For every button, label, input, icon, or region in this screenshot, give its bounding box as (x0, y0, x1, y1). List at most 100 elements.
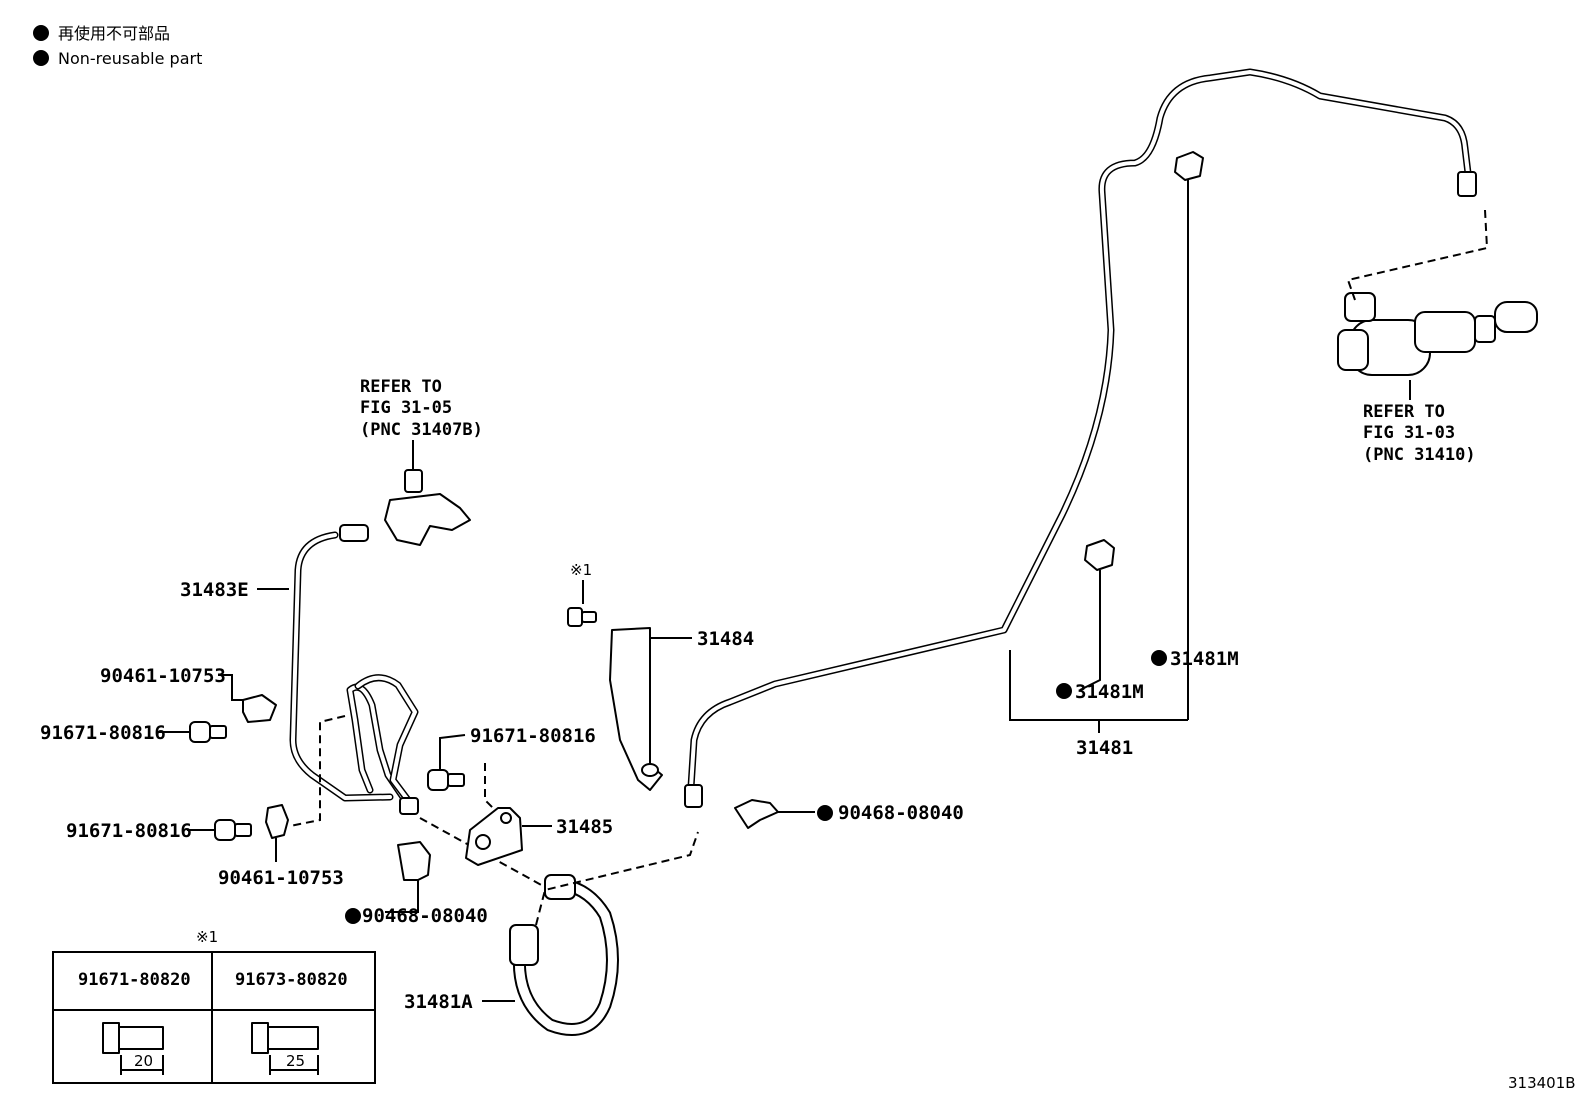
refer-right-line1: REFER TO (1363, 402, 1445, 422)
leader-31481 (1009, 650, 1188, 721)
refer-top: REFER TO FIG 31-05 (PNC 31407B) (360, 377, 483, 440)
tube-end-nut-icon (339, 524, 369, 542)
refer-right-line3: (PNC 31410) (1363, 445, 1476, 465)
figure-code: 313401B (1508, 1074, 1576, 1092)
bolt-thread-icon (234, 823, 252, 837)
refer-top-line2: FIG 31-05 (360, 398, 452, 418)
bracket-icon (609, 627, 663, 791)
bolt-head-icon (567, 607, 583, 627)
dash-mc-link (1346, 209, 1489, 301)
label-31481M-lower: 31481M (1075, 681, 1144, 703)
bracket-hole-icon (500, 812, 512, 824)
label-31483E: 31483E (180, 579, 249, 601)
tube-end-nut-icon (684, 784, 703, 808)
bolt-head-icon (102, 1022, 120, 1054)
legend-dot-icon (33, 50, 49, 66)
label-31485: 31485 (556, 816, 613, 838)
bolt-head-icon (189, 721, 211, 743)
bolt-shank-icon (118, 1026, 164, 1050)
clip-icon (265, 804, 289, 839)
outlet-port-icon (1344, 292, 1376, 322)
dash-loop-link (289, 715, 346, 827)
clip-90461-lower (265, 804, 289, 862)
bolt-thread-icon (447, 773, 465, 787)
legend: 再使用不可部品 Non-reusable part (33, 24, 202, 68)
label-31481: 31481 (1076, 737, 1133, 759)
bracket-hole-icon (641, 763, 659, 777)
non-reusable-dot-icon (817, 805, 833, 821)
note-table-col1-part: 91671-80820 (78, 970, 191, 990)
clamp-31481M-upper (1174, 151, 1204, 720)
refer-right: REFER TO FIG 31-03 (PNC 31410) (1363, 402, 1476, 465)
label-90461-lower: 90461-10753 (218, 867, 344, 889)
junction-nut-icon (404, 469, 423, 493)
clip-90461-upper (218, 674, 277, 723)
bolt-91671-center (427, 734, 466, 791)
label-91671-lower: 91671-80816 (66, 820, 192, 842)
note-table-mark: ※1 (196, 928, 218, 946)
bracket-31485 (465, 807, 552, 866)
note-mark-31484: ※1 (570, 561, 592, 579)
label-91671-upper: 91671-80816 (40, 722, 166, 744)
bolt-head-icon (214, 819, 236, 841)
clamp-31481M-lower (1079, 539, 1115, 691)
clamp-icon (1084, 539, 1115, 571)
bolt-91671-upper (157, 721, 227, 743)
label-31481A: 31481A (404, 991, 473, 1013)
clip-90468-right (734, 799, 833, 829)
refer-right-line2: FIG 31-03 (1363, 423, 1455, 443)
label-91671-center: 91671-80816 (470, 725, 596, 747)
clip-icon (242, 694, 277, 723)
non-reusable-dot-icon (1151, 650, 1167, 666)
hose-31481A (482, 874, 619, 1036)
label-90468-right: 90468-08040 (838, 802, 964, 824)
note-table-col1-dim: 20 (134, 1052, 153, 1070)
hose-fitting-icon (509, 924, 539, 966)
clevis-icon (1494, 301, 1538, 333)
label-31484: 31484 (697, 628, 754, 650)
bolt-head-icon (427, 769, 449, 791)
label-90461-upper: 90461-10753 (100, 665, 226, 687)
cylinder-flange-icon (1414, 311, 1476, 353)
dash-to-bracket (484, 763, 496, 811)
junction-block-icon (384, 493, 471, 546)
bolt-thread-icon (581, 611, 597, 623)
tube-end-nut-icon (399, 797, 419, 815)
non-reusable-dot-icon (1056, 683, 1072, 699)
label-90468-left: 90468-08040 (362, 905, 488, 927)
bracket-icon (465, 807, 523, 866)
tube-end-nut-icon (1457, 171, 1477, 197)
master-cylinder (1337, 292, 1538, 400)
legend-jp-text: 再使用不可部品 (58, 24, 170, 43)
note-table-border (52, 951, 376, 1084)
non-reusable-dot-icon (345, 908, 361, 924)
loop-tube (346, 674, 419, 815)
label-31481M-upper: 31481M (1170, 648, 1239, 670)
bolt-shank-icon (267, 1026, 319, 1050)
note-table-col2-part: 91673-80820 (235, 970, 348, 990)
hose-fitting-icon (544, 874, 576, 900)
legend-en-text: Non-reusable part (58, 49, 202, 68)
bolt-91671-lower (187, 819, 252, 841)
clip-90468-left (345, 841, 431, 924)
bolt-thread-icon (209, 725, 227, 739)
tube-31483E (289, 524, 394, 802)
clip-icon (734, 799, 779, 829)
dash-hose-link (535, 831, 699, 926)
clip-icon (397, 841, 431, 881)
refer-top-line1: REFER TO (360, 377, 442, 397)
bolt-drawing-25 (251, 1022, 319, 1075)
brake-tube-31481 (684, 68, 1477, 808)
pushrod-icon (1474, 315, 1496, 343)
bracket-31484 (567, 580, 692, 791)
bolt-drawing-20 (102, 1022, 164, 1075)
junction-block (384, 440, 471, 546)
legend-dot-icon (33, 25, 49, 41)
refer-top-line3: (PNC 31407B) (360, 420, 483, 440)
bracket-hole-icon (475, 834, 491, 850)
note-table-col2-dim: 25 (286, 1052, 305, 1070)
reservoir-port-icon (1337, 329, 1369, 371)
clamp-icon (1174, 151, 1204, 181)
note-table: ※1 91671-80820 91673-80820 20 25 (52, 928, 376, 1084)
